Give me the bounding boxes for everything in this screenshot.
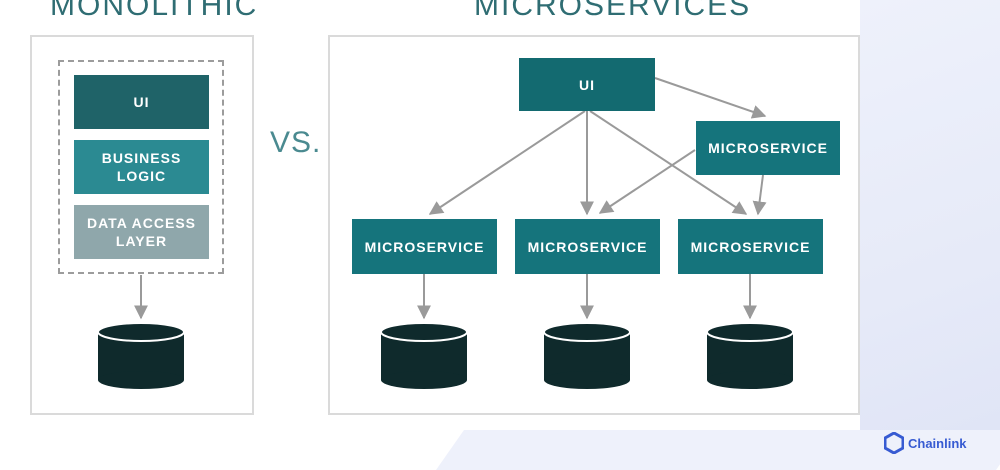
side-service-to-service-2-arrow — [598, 149, 696, 214]
monolith-database-icon — [97, 322, 185, 389]
service-3-database-icon — [706, 322, 794, 389]
service-1-database-icon — [380, 322, 468, 389]
ui-to-service-3-arrow — [589, 110, 748, 215]
data-access-layer: DATA ACCESS LAYER — [74, 205, 209, 259]
connections — [97, 77, 794, 389]
chainlink-logo: Chainlink — [884, 432, 967, 454]
microservice-node-3: MICROSERVICE — [678, 219, 823, 274]
chainlink-hexagon-icon — [884, 432, 904, 454]
background-shape — [860, 0, 1000, 456]
service-2-database-icon — [543, 322, 631, 389]
ui-to-service-1-arrow — [428, 110, 586, 215]
monolithic-title: MONOLITHIC — [50, 0, 259, 22]
business-logic-layer: BUSINESS LOGIC — [74, 140, 209, 194]
microservice-node-2: MICROSERVICE — [515, 219, 660, 274]
ui-to-side-service-arrow — [654, 77, 767, 119]
microservices-title: MICROSERVICES — [474, 0, 752, 22]
vs-label: VS. — [270, 126, 322, 159]
microservice-node-1: MICROSERVICE — [352, 219, 497, 274]
monolith-boundary — [58, 60, 224, 274]
side-service-to-service-3-arrow — [752, 174, 767, 216]
logo-text: Chainlink — [908, 435, 967, 451]
side-microservice-node: MICROSERVICE — [696, 121, 840, 175]
microservices-ui-node: UI — [519, 58, 655, 111]
ui-layer: UI — [74, 75, 209, 129]
